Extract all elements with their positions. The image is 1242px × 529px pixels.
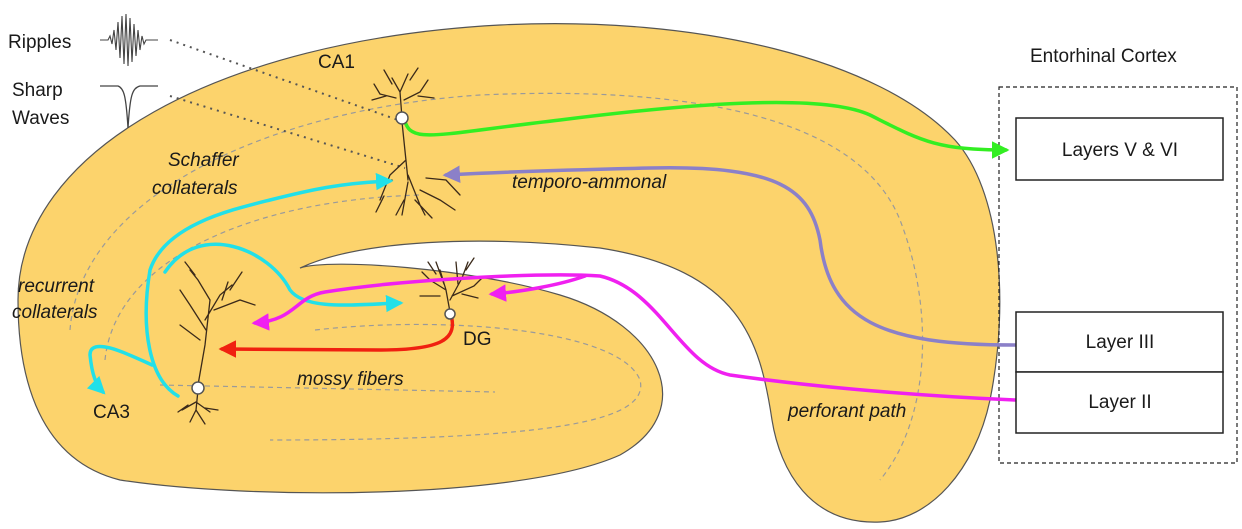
dg-label: DG xyxy=(463,329,492,350)
ripples-waveform xyxy=(100,14,158,66)
recurrent-collaterals-label: collaterals xyxy=(12,302,98,323)
sharp-label: Sharp xyxy=(12,80,63,101)
perforant-path-label: perforant path xyxy=(787,401,906,422)
ripples-label: Ripples xyxy=(8,32,71,53)
ca3-soma xyxy=(192,382,204,394)
mossy-fibers-label: mossy fibers xyxy=(297,369,404,390)
ca3-label: CA3 xyxy=(93,402,130,423)
ca1-soma xyxy=(396,112,408,124)
temporo-ammonal-label: temporo-ammonal xyxy=(512,172,667,193)
dg-soma xyxy=(445,309,455,319)
layer-ii-label: Layer II xyxy=(1088,392,1151,413)
schaffer-label: Schaffer xyxy=(168,150,239,171)
layer-iii-label: Layer III xyxy=(1086,332,1155,353)
entorhinal-cortex-label: Entorhinal Cortex xyxy=(1030,46,1177,67)
waves-label: Waves xyxy=(12,108,69,129)
recurrent-label: recurrent xyxy=(18,276,95,297)
schaffer-collaterals-label: collaterals xyxy=(152,178,238,199)
layers-v-vi-label: Layers V & VI xyxy=(1062,140,1178,161)
ca1-label: CA1 xyxy=(318,52,355,73)
